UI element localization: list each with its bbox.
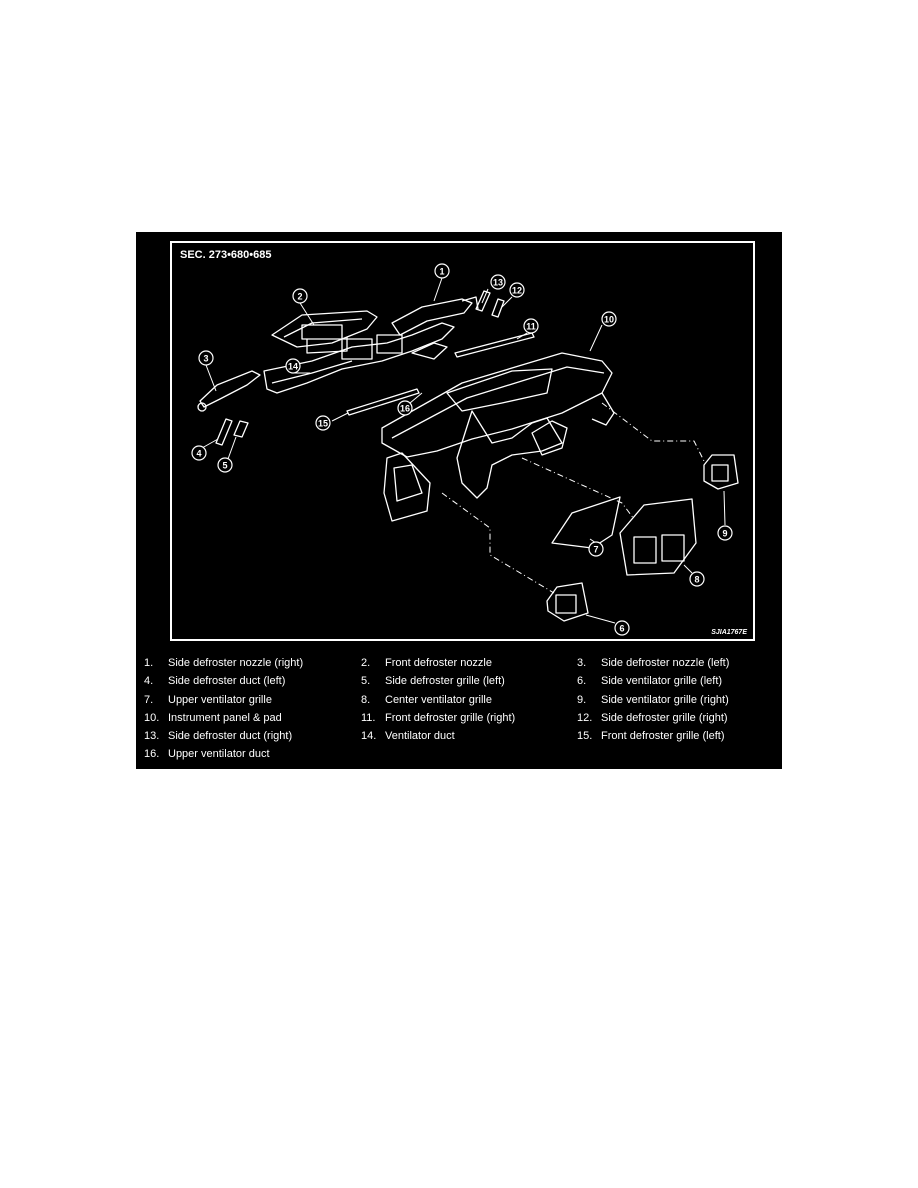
legend-text: Side ventilator grille (left)	[601, 675, 723, 688]
legend-number: 7.	[144, 693, 154, 706]
front-defroster-grilles-part	[346, 332, 535, 416]
legend-number: 3.	[577, 657, 587, 669]
section-label: SEC. 273•680•685	[180, 249, 272, 261]
side-defroster-grille-left-part	[215, 418, 249, 446]
legend-text: Front defroster grille (left)	[601, 730, 725, 743]
legend-text: Center ventilator grille	[385, 693, 492, 706]
callout-5: 5	[222, 461, 227, 471]
legend-text: Instrument panel & pad	[168, 711, 282, 724]
legend-number: 2.	[361, 657, 371, 669]
legend-number: 13.	[144, 730, 160, 743]
legend-text: Side defroster nozzle (right)	[168, 657, 304, 669]
side-ventilator-grille-right-part	[703, 454, 739, 490]
legend-text: Side defroster duct (right)	[168, 730, 293, 743]
callout-6: 6	[619, 624, 624, 634]
side-defroster-nozzle-left-part	[197, 370, 261, 412]
legend-number: 16.	[144, 748, 160, 761]
callout-11: 11	[526, 322, 536, 332]
legend-row: 10. Instrument panel & pad 11. Front defro…	[136, 712, 782, 730]
callout-14: 14	[288, 362, 298, 372]
instrument-panel-part	[381, 352, 615, 522]
callout-7: 7	[593, 545, 598, 555]
legend-row: 4. Side defroster duct (left) 5. Side defr…	[136, 675, 782, 693]
legend-number: 8.	[361, 693, 371, 706]
legend-text: Front defroster nozzle	[385, 657, 492, 669]
side-defroster-right-part	[475, 290, 505, 318]
legend-text: Side defroster grille (left)	[385, 675, 505, 688]
callout-3: 3	[203, 354, 208, 364]
front-defroster-nozzle-part	[271, 310, 378, 354]
legend-row: 13. Side defroster duct (right) 14. Ventil…	[136, 730, 782, 748]
callout-15: 15	[318, 419, 328, 429]
legend-text: Side ventilator grille (right)	[601, 693, 729, 706]
legend-number: 5.	[361, 675, 371, 688]
legend-text: Side defroster duct (left)	[168, 675, 286, 688]
legend-row: 16. Upper ventilator duct	[136, 748, 782, 766]
legend-row: 1. Side defroster nozzle (right) 2. Front …	[136, 657, 782, 675]
legend-text: Front defroster grille (right)	[385, 711, 516, 724]
ventilator-duct-part	[263, 322, 455, 394]
legend-text: Side defroster nozzle (left)	[601, 657, 730, 669]
legend-row: 7. Upper ventilator grille 8. Center venti…	[136, 694, 782, 712]
callout-2: 2	[297, 292, 302, 302]
side-ventilator-grille-left-part	[546, 582, 589, 622]
legend-number: 4.	[144, 675, 154, 688]
legend-text: Upper ventilator duct	[168, 748, 270, 761]
legend-number: 9.	[577, 693, 587, 706]
legend-number: 6.	[577, 675, 587, 688]
callout-8: 8	[694, 575, 699, 585]
callout-13: 13	[493, 278, 503, 288]
side-defroster-nozzle-right-part	[391, 296, 479, 336]
callout-16: 16	[400, 404, 410, 414]
exploded-view-drawing: 1 2 3 4 5 6 7 8 9 10 11 12 13 14 15 16	[191, 263, 739, 636]
upper-ventilator-grille-part	[551, 496, 621, 549]
figure-code: SJIA1767E	[711, 629, 747, 636]
diagram-frame: SEC. 273•680•685 SJIA1767E	[170, 241, 755, 641]
legend-number: 1.	[144, 657, 154, 669]
callout-1: 1	[439, 267, 444, 277]
legend-number: 11.	[361, 711, 376, 724]
legend-text: Side defroster grille (right)	[601, 711, 728, 724]
legend-number: 10.	[144, 711, 160, 724]
callout-12: 12	[512, 286, 522, 296]
callout-9: 9	[722, 529, 727, 539]
legend-number: 15.	[577, 730, 593, 743]
parts-diagram-figure: SEC. 273•680•685 SJIA1767E	[136, 232, 782, 769]
legend-number: 12.	[577, 711, 593, 724]
callout-4: 4	[196, 449, 201, 459]
callout-10: 10	[604, 315, 614, 325]
center-ventilator-grille-part	[619, 498, 697, 576]
parts-legend: 1. Side defroster nozzle (right) 2. Front …	[136, 657, 782, 767]
legend-text: Upper ventilator grille	[168, 693, 272, 706]
legend-number: 14.	[361, 730, 377, 743]
legend-text: Ventilator duct	[385, 730, 455, 743]
